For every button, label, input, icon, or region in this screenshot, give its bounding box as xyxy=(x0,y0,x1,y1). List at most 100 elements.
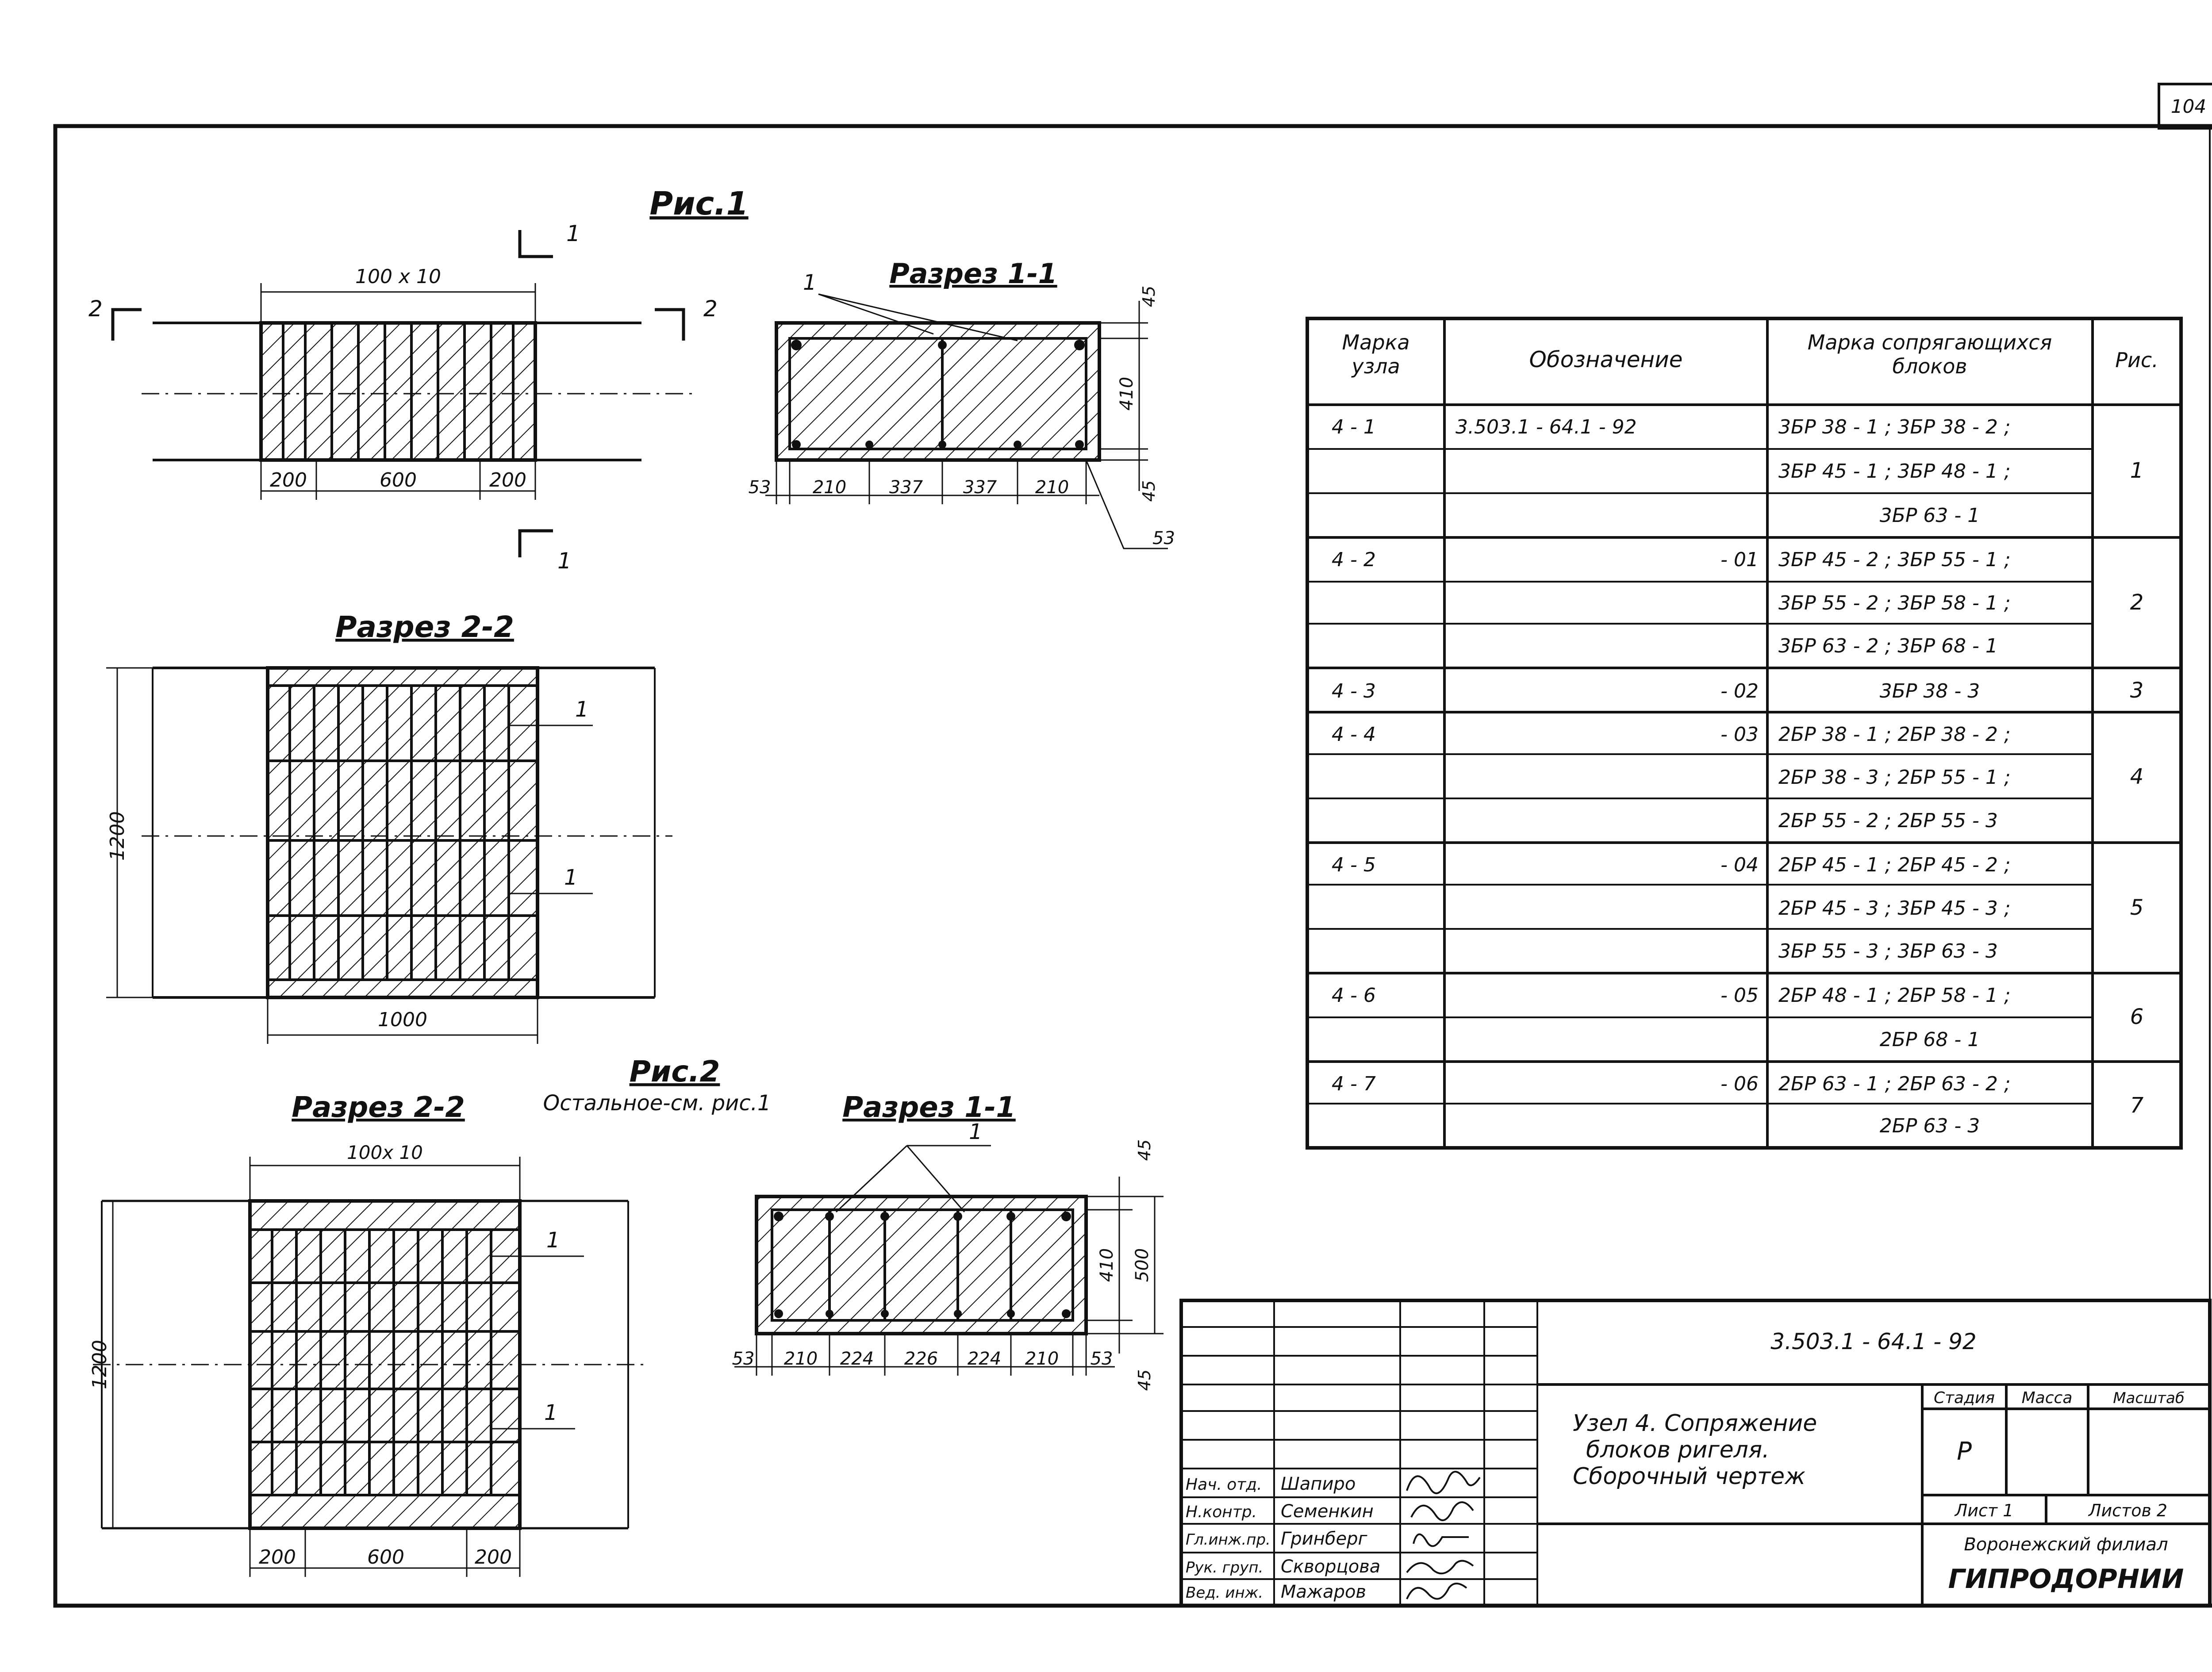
table-row-block: 2БР 38 - 3 ; 2БР 55 - 1 ; xyxy=(1778,766,2011,789)
fig1-plan-top-dim: 100 x 10 xyxy=(355,265,441,288)
sheet-label: Лист 1 xyxy=(1954,1501,2014,1520)
signer-name: Мажаров xyxy=(1281,1582,1366,1602)
table-row-block: 2БР 55 - 2 ; 2БР 55 - 3 xyxy=(1778,809,1998,832)
table-row-fig: 1 xyxy=(2130,458,2144,483)
stage-value: Р xyxy=(1957,1437,1972,1466)
table-row-mark: 4 - 2 xyxy=(1332,548,1376,571)
title-block xyxy=(1179,1299,2212,1607)
fig2-s11-dim-3: 226 xyxy=(904,1349,938,1369)
fig2-section11-view xyxy=(734,1145,1164,1376)
table-row-block: 3БР 38 - 1 ; 3БР 38 - 2 ; xyxy=(1778,416,2011,438)
fig2-section11-callout: 1 xyxy=(969,1120,983,1144)
fig1-s11-right-dim-top: 45 xyxy=(1139,286,1159,307)
fig1-section22-view xyxy=(106,666,672,1044)
table-row-block: 2БР 68 - 1 xyxy=(1880,1028,1980,1051)
scale-header: Масштаб xyxy=(2113,1389,2185,1407)
fig1-plan-dim-right: 200 xyxy=(489,469,526,491)
spec-table xyxy=(1306,317,2183,1150)
fig1-s22-callout-bottom: 1 xyxy=(564,865,578,890)
title-line-2: блоков ригеля. xyxy=(1586,1437,1770,1463)
table-row-block: 3БР 55 - 2 ; 3БР 58 - 1 ; xyxy=(1778,592,2011,614)
fig1-s22-bottom-dim: 1000 xyxy=(378,1009,427,1031)
mass-header: Масса xyxy=(2022,1389,2073,1407)
table-row-block: 3БР 45 - 2 ; 3БР 55 - 1 ; xyxy=(1778,548,2011,571)
table-row-block: 3БР 45 - 1 ; 3БР 48 - 1 ; xyxy=(1778,460,2011,483)
fig2-s22-dim-mid: 600 xyxy=(367,1546,404,1568)
role-label: Нач. отд. xyxy=(1186,1476,1262,1494)
fig1-s22-left-dim: 1200 xyxy=(106,811,129,861)
table-header-designation: Обозначение xyxy=(1529,347,1683,372)
table-row-designation: 3.503.1 - 64.1 - 92 xyxy=(1455,416,1637,438)
table-row-designation: - 06 xyxy=(1720,1073,1759,1095)
signer-name: Семенкин xyxy=(1281,1501,1374,1522)
fig1-cut-mark-left: 2 xyxy=(88,296,103,322)
fig2-s11-dim-0: 53 xyxy=(732,1349,755,1369)
fig2-s11-right-dim-mid: 410 xyxy=(1097,1248,1117,1282)
table-row-designation: - 02 xyxy=(1720,680,1759,702)
table-row-block: 3БР 38 - 3 xyxy=(1880,680,1980,702)
title-line-1: Узел 4. Сопряжение xyxy=(1573,1410,1817,1437)
fig1-s11-dim-1: 210 xyxy=(813,477,846,498)
signer-name: Шапиро xyxy=(1281,1474,1356,1494)
signer-name: Скворцова xyxy=(1281,1557,1380,1577)
table-row-mark: 4 - 3 xyxy=(1332,680,1376,702)
table-row-mark: 4 - 5 xyxy=(1332,854,1376,876)
fig2-s22-callout-bottom: 1 xyxy=(544,1400,558,1425)
title-doc-code: 3.503.1 - 64.1 - 92 xyxy=(1770,1329,1976,1354)
fig1-s11-right-dim-bottom: 45 xyxy=(1139,480,1159,502)
table-row-block: 3БР 63 - 2 ; 3БР 68 - 1 xyxy=(1778,635,1998,657)
fig1-s11-corner-dim: 53 xyxy=(1152,528,1175,548)
table-row-mark: 4 - 7 xyxy=(1332,1073,1376,1095)
fig2-s22-callout-top: 1 xyxy=(546,1228,560,1253)
table-row-mark: 4 - 6 xyxy=(1332,984,1376,1007)
fig1-plan-dim-left: 200 xyxy=(270,469,307,491)
role-label: Рук. груп. xyxy=(1186,1559,1263,1576)
fig2-s22-top-dim: 100x 10 xyxy=(347,1142,423,1163)
fig2-s22-dim-right: 200 xyxy=(475,1546,512,1568)
table-row-block: 2БР 63 - 1 ; 2БР 63 - 2 ; xyxy=(1778,1073,2011,1095)
table-row-designation: - 03 xyxy=(1720,723,1759,746)
fig1-section11-view xyxy=(765,293,1168,549)
org-line-1: Воронежский филиал xyxy=(1964,1534,2168,1555)
fig2-s11-right-dim-top: 45 xyxy=(1135,1139,1154,1161)
page-number: 104 xyxy=(2171,96,2206,117)
fig2-s11-right-dim-bottom: 45 xyxy=(1135,1369,1154,1391)
fig2-s22-left-dim: 1200 xyxy=(88,1340,111,1389)
fig2-s11-outer-dim: 500 xyxy=(1132,1248,1152,1282)
table-row-block: 3БР 63 - 1 xyxy=(1880,504,1980,527)
fig1-cut-mark-top: 1 xyxy=(566,221,580,246)
fig1-section11-callout: 1 xyxy=(803,270,817,295)
signer-name: Гринберг xyxy=(1281,1529,1367,1549)
table-row-fig: 6 xyxy=(2130,1005,2144,1029)
fig1-plan-view xyxy=(111,230,695,557)
fig1-s11-dim-0: 53 xyxy=(749,477,771,498)
table-row-designation: - 01 xyxy=(1720,548,1759,571)
table-row-block: 2БР 45 - 1 ; 2БР 45 - 2 ; xyxy=(1778,854,2011,876)
table-row-fig: 7 xyxy=(2130,1093,2144,1118)
fig2-s11-dim-2: 224 xyxy=(840,1349,874,1369)
table-row-fig: 3 xyxy=(2130,678,2144,703)
fig1-cut-mark-right: 2 xyxy=(703,296,718,322)
fig1-section22-title: Разрез 2-2 xyxy=(335,610,514,644)
fig1-plan-dim-mid: 600 xyxy=(380,469,417,491)
table-row-designation: - 04 xyxy=(1720,854,1759,876)
fig2-section22-view xyxy=(93,1157,646,1577)
fig1-s11-right-dim-mid: 410 xyxy=(1117,377,1137,410)
fig1-s11-dim-4: 210 xyxy=(1035,477,1069,498)
stage-header: Стадия xyxy=(1934,1389,1995,1407)
role-label: Вед. инж. xyxy=(1186,1584,1263,1602)
fig2-title: Рис.2 xyxy=(630,1055,720,1089)
role-label: Н.контр. xyxy=(1186,1503,1257,1521)
fig1-cut-mark-bottom: 1 xyxy=(557,548,572,574)
table-header-fig: Рис. xyxy=(2115,348,2158,372)
table-row-fig: 4 xyxy=(2130,764,2144,789)
fig1-title: Рис.1 xyxy=(649,185,748,222)
fig1-s11-dim-2: 337 xyxy=(889,477,923,498)
table-row-block: 2БР 48 - 1 ; 2БР 58 - 1 ; xyxy=(1778,984,2011,1007)
fig1-section11-title: Разрез 1-1 xyxy=(889,257,1057,290)
fig2-s11-dim-5: 210 xyxy=(1025,1349,1059,1369)
org-line-2: ГИПРОДОРНИИ xyxy=(1948,1564,2184,1595)
